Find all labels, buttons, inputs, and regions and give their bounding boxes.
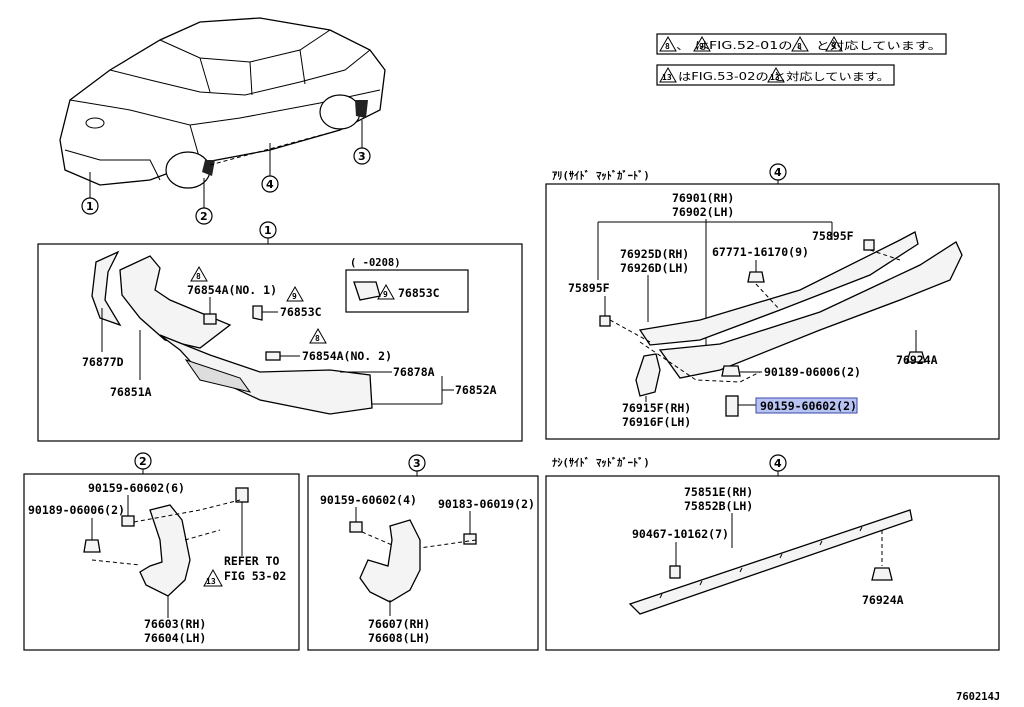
label-panel1-labels-p76854a-no1: 76854A(NO. 1)	[187, 283, 277, 297]
label-panel4b-title: ﾅｼ(ｻｲﾄﾞ ﾏｯﾄﾞｶﾞｰﾄﾞ)	[552, 456, 650, 469]
part-76877d	[91, 250, 122, 327]
label-panel4a-labels-p67771: 67771-16170(9)	[712, 245, 809, 259]
label-panel4a-labels-p76916f: 76916F(LH)	[622, 415, 691, 429]
label-panel3-labels-bolt: 90159-60602(4)	[320, 493, 417, 507]
label-panel1-refs-r9: 9	[292, 292, 297, 301]
label-panel4a-labels-p90159: 90159-60602(2)	[760, 399, 857, 413]
panel1-frame	[37, 243, 523, 442]
note-line-1: 8 9 8 9 、 はFIG.52-01の 、 と対応しています。	[656, 33, 947, 55]
label-panel1-inset-ref: 9	[383, 290, 388, 299]
note-line-2: 13 13 はFIG.53-02の と対応しています。	[656, 64, 895, 86]
label-panel2-labels-refer2: FIG 53-02	[224, 569, 286, 583]
label-panel4b-labels-p76924a: 76924A	[862, 593, 904, 607]
label-panel1-labels-p76852a: 76852A	[455, 383, 497, 397]
clip-icon	[463, 533, 477, 545]
label-panel1-inset-part: 76853C	[398, 286, 440, 300]
label-panel4a-labels-p75895f-l: 75895F	[568, 281, 610, 295]
label-panel4b-labels-p90467: 90467-10162(7)	[632, 527, 729, 541]
label-notes-line1-refs-0: 8	[665, 42, 670, 51]
label-notes-line2-refs-1: 13	[770, 73, 780, 82]
label-panel4a-labels-p76926d: 76926D(LH)	[620, 261, 689, 275]
panel4b-frame	[545, 475, 1000, 651]
label-overview-callouts-3: 4	[266, 178, 274, 191]
callout-3-overview	[353, 147, 371, 165]
label-panel2-labels-nut: 90189-06006(2)	[28, 503, 125, 517]
label-overview-callouts-2: 3	[358, 150, 366, 163]
label-panel2-labels-bolt: 90159-60602(6)	[88, 481, 185, 495]
label-notes-line2-refs-0: 13	[662, 73, 672, 82]
label-notes-line1-refs-3: 9	[831, 42, 836, 51]
label-panel4a-labels-p76901: 76901(RH)	[672, 191, 734, 205]
bolt-icon	[349, 521, 363, 533]
callout-4-overview	[261, 175, 279, 193]
bolt-icon	[121, 515, 135, 527]
label-panel3-number: 3	[413, 457, 421, 470]
label-panel4a-number: 4	[774, 166, 782, 179]
label-panel4a-labels-p76925d: 76925D(RH)	[620, 247, 689, 261]
part-76852a	[159, 334, 373, 415]
label-panel3-labels-part-rh: 76607(RH)	[368, 617, 430, 631]
label-overview-callouts-1: 2	[200, 210, 208, 223]
label-notes-line1-refs-2: 8	[797, 42, 802, 51]
panel2-frame	[23, 473, 300, 651]
label-panel4b-labels-p75852b: 75852B(LH)	[684, 499, 753, 513]
label-panel4a-labels-p90189: 90189-06006(2)	[764, 365, 861, 379]
part-76851a	[119, 255, 232, 349]
label-panel1-labels-p76878a: 76878A	[393, 365, 435, 379]
label-panel1-labels-p76851a: 76851A	[110, 385, 152, 399]
label-panel1-refs-r8b: 8	[315, 334, 320, 343]
car-overview-illustration	[59, 17, 386, 189]
label-panel1-labels-p76853c: 76853C	[280, 305, 322, 319]
label-panel2-refs-r13: 13	[206, 577, 216, 586]
label-panel4b-labels-p75851e: 75851E(RH)	[684, 485, 753, 499]
label-panel1-refs-r8a: 8	[196, 272, 201, 281]
label-notes-line1-refs-1: 9	[699, 42, 704, 51]
highlighted-part-90159-60602[interactable]	[755, 397, 858, 414]
label-panel4a-labels-p76915f: 76915F(RH)	[622, 401, 691, 415]
label-panel1-labels-p76877d: 76877D	[82, 355, 124, 369]
label-panel3-labels-part-lh: 76608(LH)	[368, 631, 430, 645]
label-notes-line1: 、 はFIG.52-01の 、 と対応しています。	[676, 39, 942, 52]
panel3-frame	[307, 475, 539, 651]
label-overview-callouts-0: 1	[86, 200, 94, 213]
label-panel2-number: 2	[139, 455, 147, 468]
side-mudguard-upper	[638, 231, 919, 346]
part-76603-mudguard	[139, 504, 191, 597]
side-mudguard-lower	[658, 241, 963, 379]
label-panel4a-title: ｱﾘ(ｻｲﾄﾞ ﾏｯﾄﾞｶﾞｰﾄﾞ)	[552, 169, 650, 182]
label-panel3-labels-clip: 90183-06019(2)	[438, 497, 535, 511]
label-panel1-labels-p76854a-no2: 76854A(NO. 2)	[302, 349, 392, 363]
label-panel2-labels-part-lh: 76604(LH)	[144, 631, 206, 645]
label-panel2-labels-refer1: REFER TO	[224, 554, 279, 568]
label-panel4b-number: 4	[774, 457, 782, 470]
panel4a-frame	[545, 183, 1000, 440]
label-panel4a-labels-p76924a: 76924A	[896, 353, 938, 367]
label-panel2-labels-part-rh: 76603(RH)	[144, 617, 206, 631]
label-panel1-date-range: ( -0208)	[350, 257, 401, 269]
side-mudguard-strip	[628, 509, 913, 615]
panel1-inset-box	[345, 269, 469, 313]
label-panel1-number: 1	[264, 224, 272, 237]
label-panel4a-labels-p76902: 76902(LH)	[672, 205, 734, 219]
label-notes-line2: はFIG.53-02の と対応しています。	[678, 70, 890, 83]
label-panel4a-labels-p75895f-r: 75895F	[812, 229, 854, 243]
diagram-code: 760214J	[956, 691, 1000, 703]
part-76607-mudguard	[359, 519, 421, 603]
callout-2-overview	[195, 207, 213, 225]
nut-icon	[83, 539, 101, 553]
callout-1-overview	[81, 197, 99, 215]
